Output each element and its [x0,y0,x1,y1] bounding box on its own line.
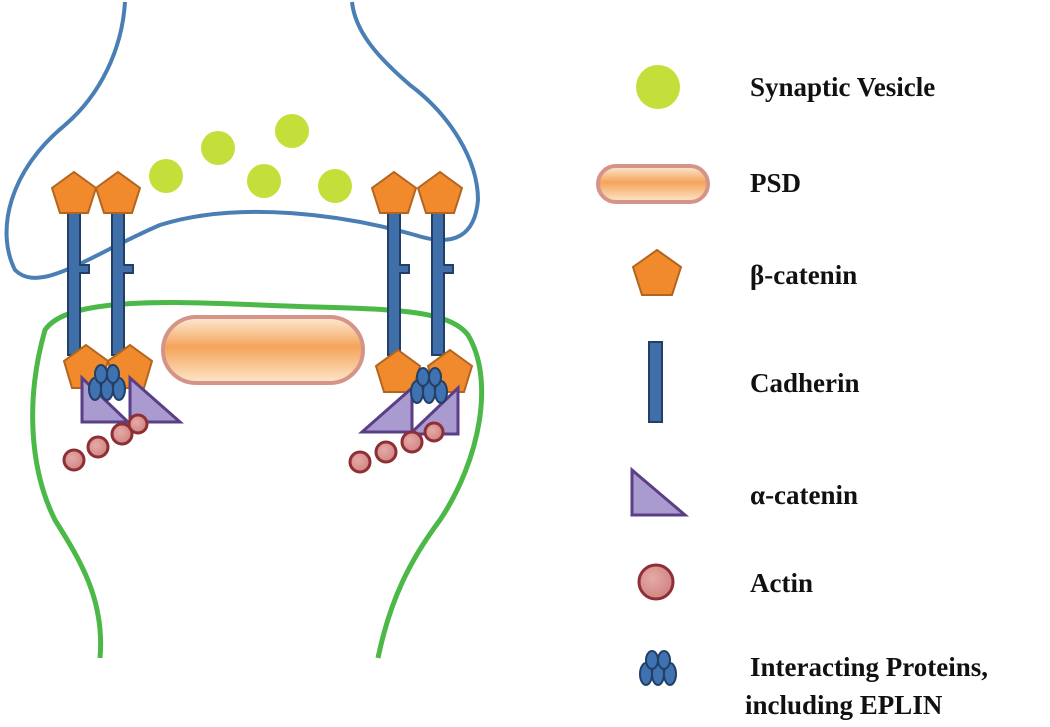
beta-catenin [370,170,418,214]
actin-filaments [62,413,445,474]
psd [161,315,365,385]
beta-catenin [50,170,98,214]
legend-label-cadherin: Cadherin [750,368,860,398]
legend-label-interacting-proteins: Interacting Proteins, [750,652,988,682]
oval [645,650,659,670]
interacting-protein [416,367,430,387]
legend-label-beta-catenin: β-catenin [750,260,858,290]
beta-catenin [94,170,142,214]
vesicle [201,131,235,165]
legend-alpha-catenin-icon [630,466,690,517]
postsynaptic-membrane [30,300,485,659]
cadherins [67,204,454,356]
legend-interacting-protein-icon [639,650,677,686]
legend-beta-catenin-icon [631,248,683,296]
legend-label-interacting-proteins-line2: including EPLIN [745,690,943,720]
legend-label-vesicle: Synaptic Vesicle [750,72,936,102]
interacting-protein [428,367,442,387]
cadherin [67,204,90,356]
cadherin [431,204,454,356]
legend-label-alpha-catenin: α-catenin [750,480,859,510]
legend-label-actin: Actin [750,568,813,598]
cadherin [387,204,410,356]
legend-actin-icon [637,563,675,601]
presynaptic-membrane [4,1,481,280]
actin [423,421,445,443]
actin [127,413,149,435]
vesicle [149,159,183,193]
interacting-protein [94,364,108,384]
actin [86,435,110,459]
interacting-protein [106,364,120,384]
vesicle [247,164,281,198]
vesicle [275,114,309,148]
actin [62,448,86,472]
beta-catenin [416,170,464,214]
actin [348,450,372,474]
alpha-catenin [358,384,414,434]
oval [657,650,671,670]
legend-icons [596,65,710,686]
legend-label-psd: PSD [750,168,802,198]
alpha-catenin [128,374,184,424]
legend-vesicle-icon [636,65,680,109]
beta-catenin [374,348,422,393]
cadherin [111,204,134,356]
legend-psd-icon [596,164,710,204]
synaptic-vesicles [149,114,352,203]
actin [374,440,398,464]
vesicle [318,169,352,203]
legend-cadherin-icon [648,341,663,423]
actin [400,430,424,454]
actin [110,422,134,446]
interacting-protein-clusters [88,364,448,404]
